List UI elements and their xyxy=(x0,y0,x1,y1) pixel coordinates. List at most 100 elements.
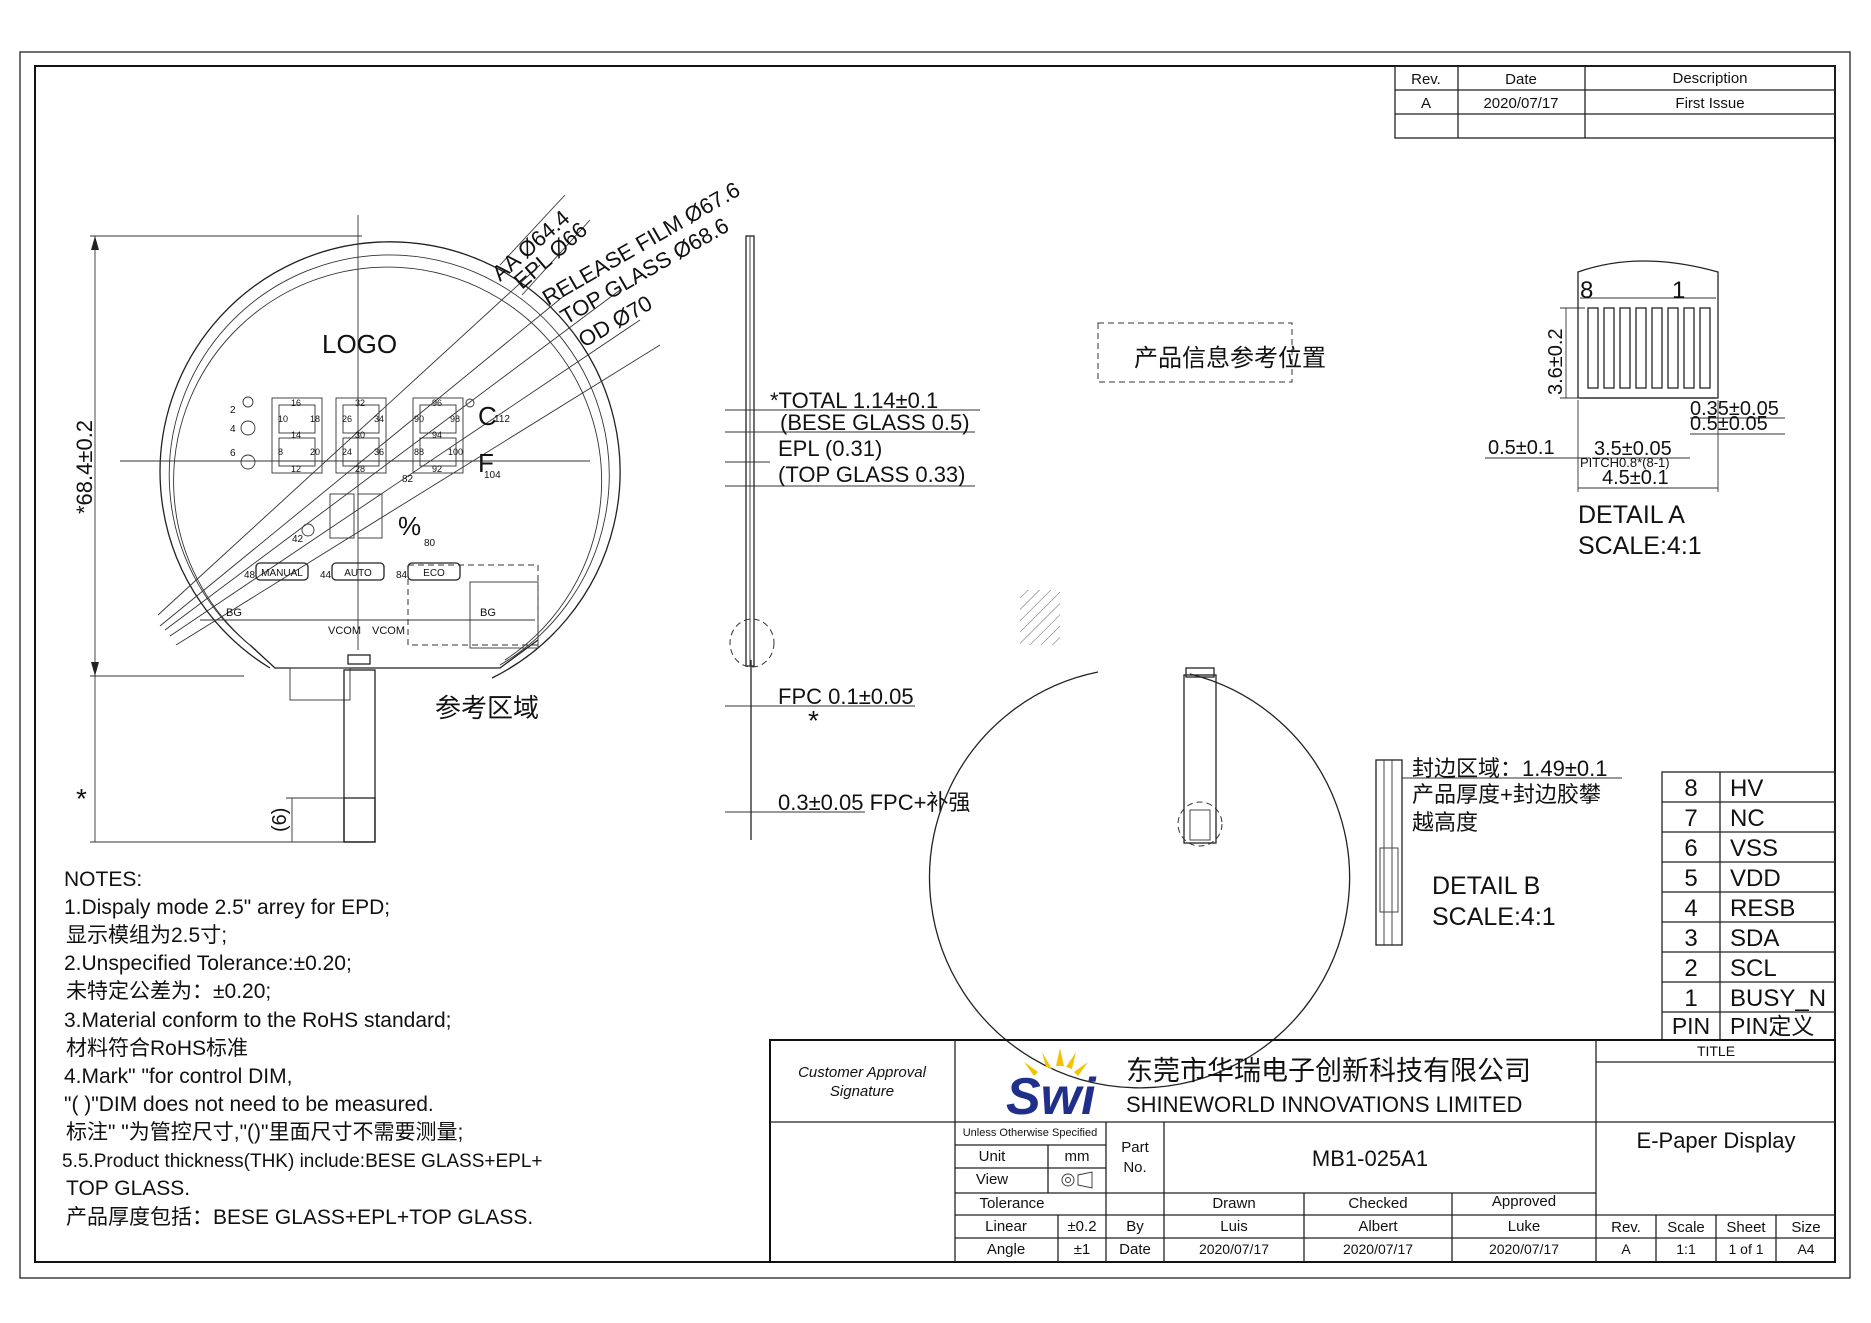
rev-header: Rev. xyxy=(1411,71,1441,88)
fpc-thickness: FPC 0.1±0.05 xyxy=(778,684,914,709)
back-view: 产品信息参考位置 xyxy=(928,322,1351,1089)
svg-text:32: 32 xyxy=(355,398,365,408)
svg-text:Albert: Albert xyxy=(1358,1218,1398,1235)
svg-text:80: 80 xyxy=(424,538,436,549)
info-area-box xyxy=(1097,322,1293,383)
svg-text:6: 6 xyxy=(230,448,236,459)
svg-text:82: 82 xyxy=(402,474,414,485)
svg-text:34: 34 xyxy=(374,414,384,424)
epl-thickness: EPL (0.31) xyxy=(778,436,882,461)
inner-frame xyxy=(34,65,1836,1263)
detail-a-d2: 0.5±0.05 xyxy=(1690,413,1768,435)
reference-area-label: 参考区域 xyxy=(435,693,539,723)
fpc-dim: (6) xyxy=(269,808,291,832)
svg-text:2020/07/17: 2020/07/17 xyxy=(1199,1241,1269,1257)
logo-label: LOGO xyxy=(322,329,397,359)
svg-text:1.Dispaly mode 2.5" arrey for: 1.Dispaly mode 2.5" arrey for EPD; xyxy=(64,896,390,919)
customer-approval-label: Customer Approval xyxy=(798,1064,926,1081)
svg-text:1 of 1: 1 of 1 xyxy=(1728,1241,1763,1257)
percent-icon: % xyxy=(398,511,421,541)
svg-text:NC: NC xyxy=(1730,805,1765,832)
front-view: AA Ø64.4 EPL Ø66 RELEASE FILM Ø67.6 TOP … xyxy=(72,177,744,843)
svg-text:MANUAL: MANUAL xyxy=(261,568,303,579)
svg-text:16: 16 xyxy=(291,398,301,408)
lock-icon xyxy=(242,396,254,408)
svg-text:8: 8 xyxy=(1684,775,1697,802)
svg-text:By: By xyxy=(1126,1218,1144,1235)
detail-a-scale: SCALE:4:1 xyxy=(1578,532,1702,560)
svg-text:12: 12 xyxy=(291,464,301,474)
seal-area-line-2: 产品厚度+封边胶攀 xyxy=(1412,782,1601,807)
back-hatch xyxy=(1020,590,1060,645)
svg-text:VCOM: VCOM xyxy=(328,625,361,637)
svg-text:4.Mark" "for control DIM,: 4.Mark" "for control DIM, xyxy=(64,1065,292,1088)
svg-text:Unit: Unit xyxy=(979,1148,1007,1165)
svg-text:28: 28 xyxy=(355,464,365,474)
title-block: Customer Approval Signature Swi 东莞市华瑞电子创… xyxy=(769,1039,1836,1263)
svg-text:Rev.: Rev. xyxy=(1611,1219,1641,1236)
svg-text:mm: mm xyxy=(1065,1148,1090,1165)
svg-text:HV: HV xyxy=(1730,775,1763,802)
fpc-tail xyxy=(343,669,376,843)
svg-text:ECO: ECO xyxy=(423,568,445,579)
svg-text:18: 18 xyxy=(310,414,320,424)
svg-text:Approved: Approved xyxy=(1492,1193,1556,1210)
svg-text:90: 90 xyxy=(414,414,424,424)
svg-text:98: 98 xyxy=(450,414,460,424)
svg-text:1:1: 1:1 xyxy=(1676,1241,1696,1257)
svg-text:BUSY_N: BUSY_N xyxy=(1730,985,1826,1012)
stiffener-thickness: 0.3±0.05 FPC+补强 xyxy=(778,790,970,815)
svg-text:VDD: VDD xyxy=(1730,865,1781,892)
svg-text:104: 104 xyxy=(484,470,501,481)
svg-text:TOP GLASS.: TOP GLASS. xyxy=(66,1177,190,1200)
drop-icon xyxy=(301,523,315,537)
svg-text:A4: A4 xyxy=(1797,1241,1814,1257)
svg-text:Scale: Scale xyxy=(1667,1219,1705,1236)
notes-title: NOTES: xyxy=(64,868,142,891)
svg-text:7: 7 xyxy=(1684,805,1697,832)
bottom-edge xyxy=(249,639,539,669)
svg-text:42: 42 xyxy=(292,534,304,545)
swi-logo: Swi xyxy=(1006,1048,1097,1126)
revision-table: Rev. Date Description A 2020/07/17 First… xyxy=(1394,65,1836,139)
svg-text:14: 14 xyxy=(291,430,301,440)
svg-text:2: 2 xyxy=(1684,955,1697,982)
celsius-icon: C xyxy=(478,401,497,431)
detail-b: 封边区域：1.49±0.1 产品厚度+封边胶攀 越高度 DETAIL B SCA… xyxy=(1375,756,1622,946)
svg-text:100: 100 xyxy=(448,447,463,457)
svg-text:SCL: SCL xyxy=(1730,955,1777,982)
top-glass-thickness: (TOP GLASS 0.33) xyxy=(778,462,966,487)
svg-text:Linear: Linear xyxy=(985,1218,1027,1235)
company-name-en: SHINEWORLD INNOVATIONS LIMITED xyxy=(1126,1092,1522,1117)
fahrenheit-icon: F xyxy=(478,448,494,478)
sun-icon xyxy=(240,420,256,436)
side-view: *TOTAL 1.14±0.1 (BESE GLASS 0.5) EPL (0.… xyxy=(725,235,980,840)
seal-area-line-1: 封边区域：1.49±0.1 xyxy=(1412,756,1607,781)
pin-table: 8 HV 7 NC 6 VSS 5 VDD 4 RESB 3 SDA 2 SCL… xyxy=(1661,771,1836,1041)
svg-text:VSS: VSS xyxy=(1730,835,1778,862)
svg-text:±0.2: ±0.2 xyxy=(1067,1218,1096,1235)
svg-text:44: 44 xyxy=(320,570,332,581)
detail-a-d1: 0.35±0.05 xyxy=(1690,398,1779,420)
pin-definition-header: PIN定义 xyxy=(1730,1013,1814,1039)
svg-text:10: 10 xyxy=(278,414,288,424)
detail-b-title: DETAIL B xyxy=(1432,872,1540,900)
customer-signature-label: Signature xyxy=(830,1083,894,1100)
svg-text:48: 48 xyxy=(244,570,256,581)
detail-b-marker xyxy=(729,618,775,668)
svg-text:Size: Size xyxy=(1791,1219,1820,1236)
fpc-connector xyxy=(347,654,371,665)
svg-text:92: 92 xyxy=(432,464,442,474)
fpc-stiffener xyxy=(343,797,376,843)
svg-text:Luke: Luke xyxy=(1508,1218,1541,1235)
svg-text:±1: ±1 xyxy=(1074,1241,1091,1258)
small-digit-1 xyxy=(329,493,355,539)
svg-text:30: 30 xyxy=(355,430,365,440)
svg-text:Angle: Angle xyxy=(987,1241,1025,1258)
svg-text:96: 96 xyxy=(432,398,442,408)
unless-specified: Unless Otherwise Specified xyxy=(963,1127,1098,1139)
title-label: TITLE xyxy=(1697,1043,1735,1059)
swi-logo-text: Swi xyxy=(1006,1068,1097,1126)
pin-header: PIN xyxy=(1672,1013,1710,1039)
